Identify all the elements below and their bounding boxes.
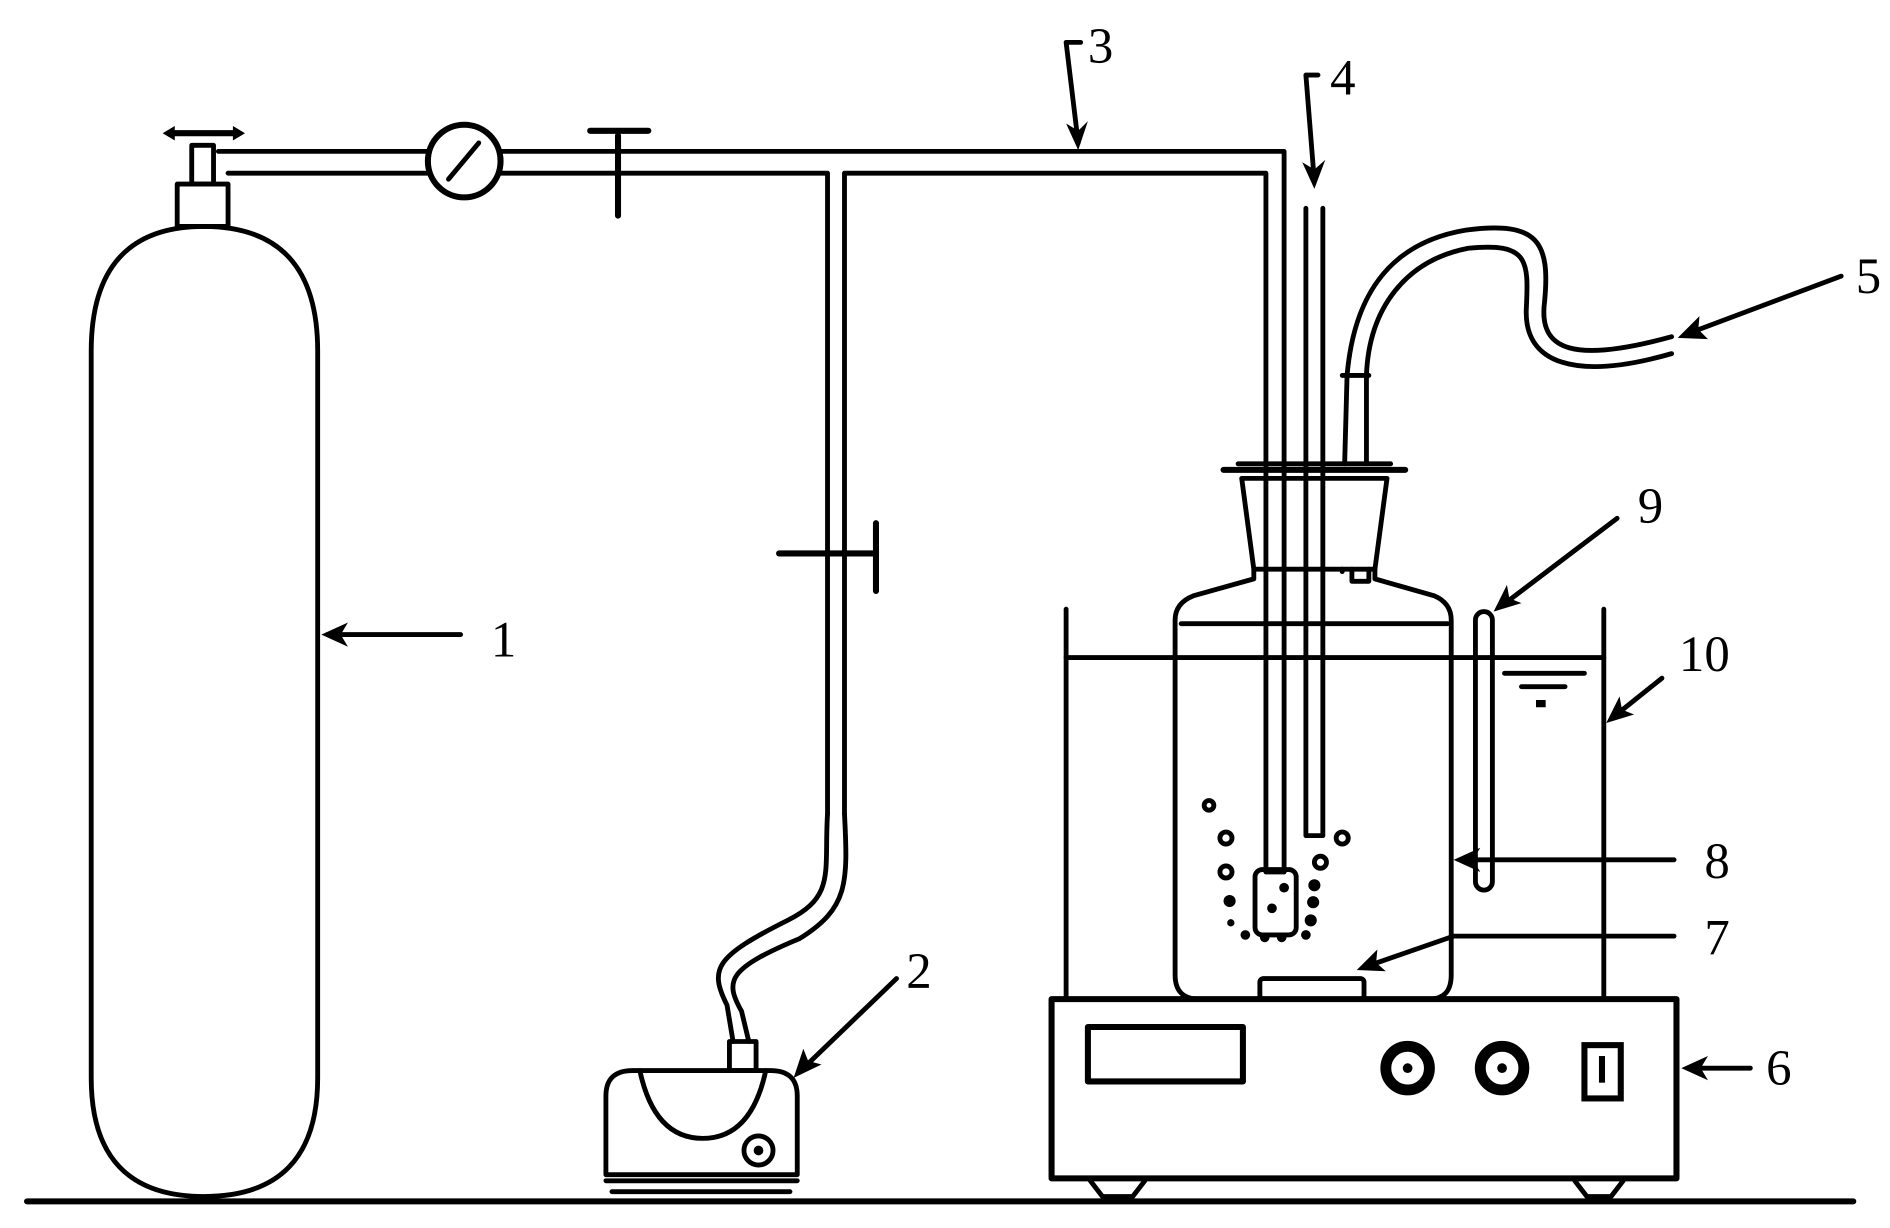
- stirrer-knob-speed: [1380, 1040, 1435, 1096]
- power-switch-icon: [1581, 1042, 1624, 1102]
- outlet-tube: [1339, 225, 1675, 584]
- thermometer: [1473, 609, 1495, 893]
- label-3: 3: [1088, 19, 1113, 75]
- callout-arrows: [321, 39, 1844, 1081]
- valve-branch: [776, 520, 879, 595]
- label-2: 2: [906, 944, 931, 1000]
- reaction-bottle: [1172, 566, 1454, 1002]
- tube-4: [1303, 205, 1326, 839]
- label-10: 10: [1679, 627, 1730, 683]
- label-8: 8: [1704, 834, 1729, 890]
- gas-pipe: [215, 148, 1287, 875]
- label-7: 7: [1704, 910, 1729, 966]
- stir-bar: [1257, 976, 1367, 1002]
- pressure-gauge-icon: [424, 121, 504, 201]
- label-6: 6: [1766, 1041, 1791, 1097]
- gas-diffuser: [1201, 798, 1351, 943]
- label-1: 1: [491, 612, 516, 668]
- bottle-stopper: [1220, 461, 1409, 572]
- label-4: 4: [1330, 50, 1355, 106]
- stirrer-display: [1084, 1023, 1246, 1085]
- label-5: 5: [1856, 249, 1881, 305]
- label-9: 9: [1638, 479, 1663, 535]
- valve-main: [587, 127, 652, 219]
- stirrer-knob-temp: [1474, 1040, 1530, 1096]
- magnetic-stirrer: [1048, 996, 1680, 1199]
- pump-hose: [716, 811, 849, 1073]
- air-pump: [603, 1068, 800, 1195]
- water-level-icon: [1502, 670, 1587, 708]
- water-bath: [1063, 606, 1607, 998]
- gas-cylinder: [88, 125, 321, 1199]
